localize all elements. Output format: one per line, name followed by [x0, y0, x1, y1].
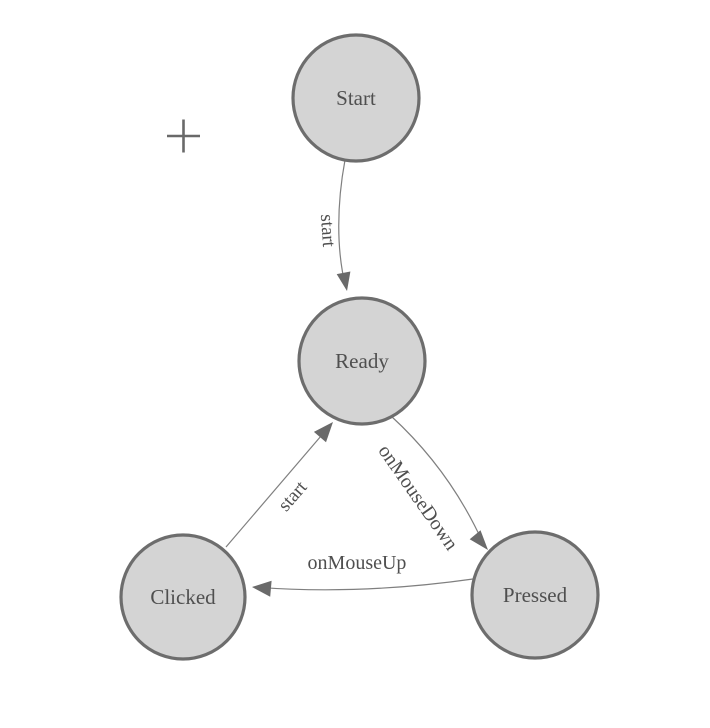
state-circle[interactable]	[470, 530, 600, 660]
state-circle[interactable]	[297, 296, 427, 426]
edge-clicked-to-ready: start	[225, 422, 333, 548]
edge-label-start-left: start	[274, 477, 312, 516]
edge-label-onmousedown: onMouseDown	[374, 441, 463, 555]
plus-icon	[167, 119, 200, 153]
edge-pressed-to-clicked: onMouseUp	[252, 552, 474, 597]
state-circle[interactable]	[119, 533, 247, 661]
state-circle[interactable]	[291, 33, 421, 163]
node-clicked[interactable]: Clicked	[119, 533, 247, 661]
node-label: Clicked	[150, 585, 216, 609]
edge-start-to-ready: start	[316, 159, 351, 291]
edge-ready-to-pressed: onMouseDown	[374, 415, 488, 555]
edge-line[interactable]	[257, 578, 474, 591]
arrowhead-icon	[252, 580, 272, 597]
edge-line[interactable]	[390, 415, 484, 544]
edge-label-start-top: start	[316, 214, 339, 249]
node-ready[interactable]: Ready	[297, 296, 427, 426]
edge-line[interactable]	[225, 428, 328, 548]
node-label: Pressed	[503, 583, 568, 607]
node-label: Ready	[335, 349, 389, 373]
node-start[interactable]: Start	[291, 33, 421, 163]
arrowhead-icon	[469, 530, 488, 550]
edge-label-onmouseup: onMouseUp	[308, 552, 407, 574]
node-pressed[interactable]: Pressed	[470, 530, 600, 660]
node-label: Start	[336, 86, 376, 110]
arrowhead-icon	[313, 422, 333, 443]
arrowhead-icon	[336, 271, 351, 291]
edge-line[interactable]	[338, 159, 347, 289]
